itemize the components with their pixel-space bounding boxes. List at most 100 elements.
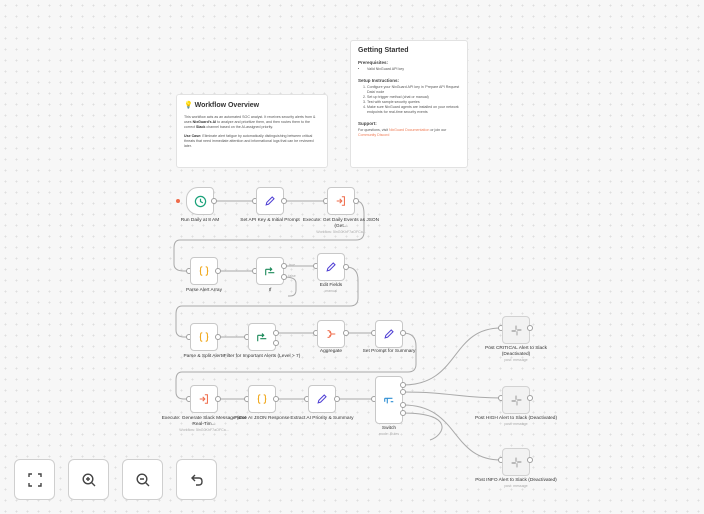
note-heading: Support: <box>358 121 377 126</box>
node-label: Parse & Split Alerts <box>183 354 225 359</box>
node-run-daily[interactable] <box>186 187 214 215</box>
node-label: Filter for Important Alerts (Level > 7) <box>223 354 301 359</box>
node-label: Aggregate <box>319 349 343 354</box>
edge-label-true: true <box>288 263 296 267</box>
output-port[interactable] <box>527 325 533 331</box>
node-post-high-slack[interactable] <box>502 386 530 414</box>
code-braces-icon <box>199 266 209 276</box>
connection <box>402 404 502 461</box>
node-label: Execute: Generate Slack Message (Get Rea… <box>161 416 247 432</box>
execute-workflow-icon <box>336 196 345 206</box>
node-label: Post CRITICAL Alert to Slack (Deactivate… <box>485 346 547 362</box>
node-parse-alert-array[interactable] <box>190 257 218 285</box>
node-edit-fields[interactable] <box>317 253 345 281</box>
output-port[interactable] <box>400 382 406 388</box>
output-port[interactable] <box>527 457 533 463</box>
connection <box>283 276 297 297</box>
slack-icon <box>510 324 522 336</box>
node-label: Set API Key & Initial Prompt <box>240 218 300 223</box>
code-braces-icon <box>257 394 267 404</box>
aggregate-icon <box>327 330 336 338</box>
edge-label-false: false <box>288 274 296 278</box>
switch-icon <box>384 397 394 404</box>
node-if[interactable] <box>256 257 284 285</box>
prereq-list: Valid NixGuard API key <box>358 67 460 72</box>
output-port[interactable] <box>400 330 406 336</box>
node-parse-split-alerts[interactable] <box>190 323 218 351</box>
fit-view-icon <box>27 472 42 487</box>
note-description: This workflow acts as an automated SOC a… <box>184 115 316 129</box>
node-post-info-slack[interactable] <box>502 448 530 476</box>
output-port[interactable] <box>215 268 221 274</box>
connection <box>175 332 417 400</box>
output-port[interactable] <box>343 264 349 270</box>
output-port[interactable] <box>400 402 406 408</box>
node-label: Extract AI Priority & Summary <box>290 416 354 421</box>
output-port[interactable] <box>527 395 533 401</box>
output-port[interactable] <box>215 334 221 340</box>
node-label: Execute: Get Daily Events as JSON (Get..… <box>302 218 380 234</box>
fit-view-button[interactable] <box>14 459 55 500</box>
node-switch[interactable] <box>375 376 403 424</box>
zoom-out-button[interactable] <box>122 459 163 500</box>
output-port[interactable] <box>400 410 406 416</box>
node-execute-get-events[interactable] <box>327 187 355 215</box>
zoom-in-button[interactable] <box>68 459 109 500</box>
connection <box>402 327 502 386</box>
output-port[interactable] <box>281 198 287 204</box>
output-port[interactable] <box>353 198 359 204</box>
note-heading: Prerequisites: <box>358 60 389 65</box>
node-post-critical-slack[interactable] <box>502 316 530 344</box>
zoom-out-icon <box>135 472 149 486</box>
node-execute-generate-slack[interactable] <box>190 385 218 413</box>
pencil-icon <box>326 262 336 272</box>
output-port-true[interactable] <box>281 263 287 269</box>
execute-workflow-icon <box>199 394 208 404</box>
output-port[interactable] <box>273 340 279 346</box>
connection <box>402 391 502 399</box>
node-filter-important[interactable] <box>248 323 276 351</box>
trigger-indicator <box>176 199 180 203</box>
node-label: Run Daily at 8 AM <box>180 218 220 223</box>
node-label: Post HIGH Alert to Slack (Deactivated)po… <box>474 416 558 426</box>
node-aggregate[interactable] <box>317 320 345 348</box>
note-heading: Setup Instructions: <box>358 78 400 83</box>
output-port[interactable] <box>211 198 217 204</box>
output-port[interactable] <box>343 330 349 336</box>
code-braces-icon <box>199 332 209 342</box>
connection <box>173 200 365 272</box>
discord-link[interactable]: Community Discord <box>358 133 390 137</box>
undo-button[interactable] <box>176 459 217 500</box>
filter-icon <box>257 333 267 342</box>
output-port[interactable] <box>334 396 340 402</box>
node-set-prompt-summary[interactable] <box>375 320 403 348</box>
output-port[interactable] <box>400 389 406 395</box>
slack-icon <box>510 394 522 406</box>
note-title: Workflow Overview <box>194 102 260 109</box>
output-port[interactable] <box>215 396 221 402</box>
if-branch-icon <box>265 267 275 276</box>
connection <box>175 266 359 338</box>
output-port[interactable] <box>273 396 279 402</box>
pencil-icon <box>384 329 394 339</box>
sticky-note-getting-started[interactable]: Getting Started Prerequisites: Valid Nix… <box>350 40 468 168</box>
output-port[interactable] <box>273 330 279 336</box>
pencil-icon <box>317 394 327 404</box>
output-port-false[interactable] <box>281 274 287 280</box>
connection <box>402 412 443 441</box>
zoom-in-icon <box>81 472 95 486</box>
docs-link[interactable]: NixGuard Documentation <box>388 128 430 132</box>
node-parse-ai-json[interactable] <box>248 385 276 413</box>
node-label: Set Prompt for Summary <box>362 349 416 354</box>
node-extract-ai-priority[interactable] <box>308 385 336 413</box>
node-label: Post INFO Alert to Slack (Deactivated)po… <box>475 478 557 488</box>
node-label: If <box>268 288 272 293</box>
sticky-note-overview[interactable]: 💡 Workflow Overview This workflow acts a… <box>176 94 328 168</box>
setup-list: Configure your NixGuard API key in 'Prep… <box>358 85 460 115</box>
node-set-api-key[interactable] <box>256 187 284 215</box>
node-label: Parse AI JSON Response <box>234 416 290 421</box>
